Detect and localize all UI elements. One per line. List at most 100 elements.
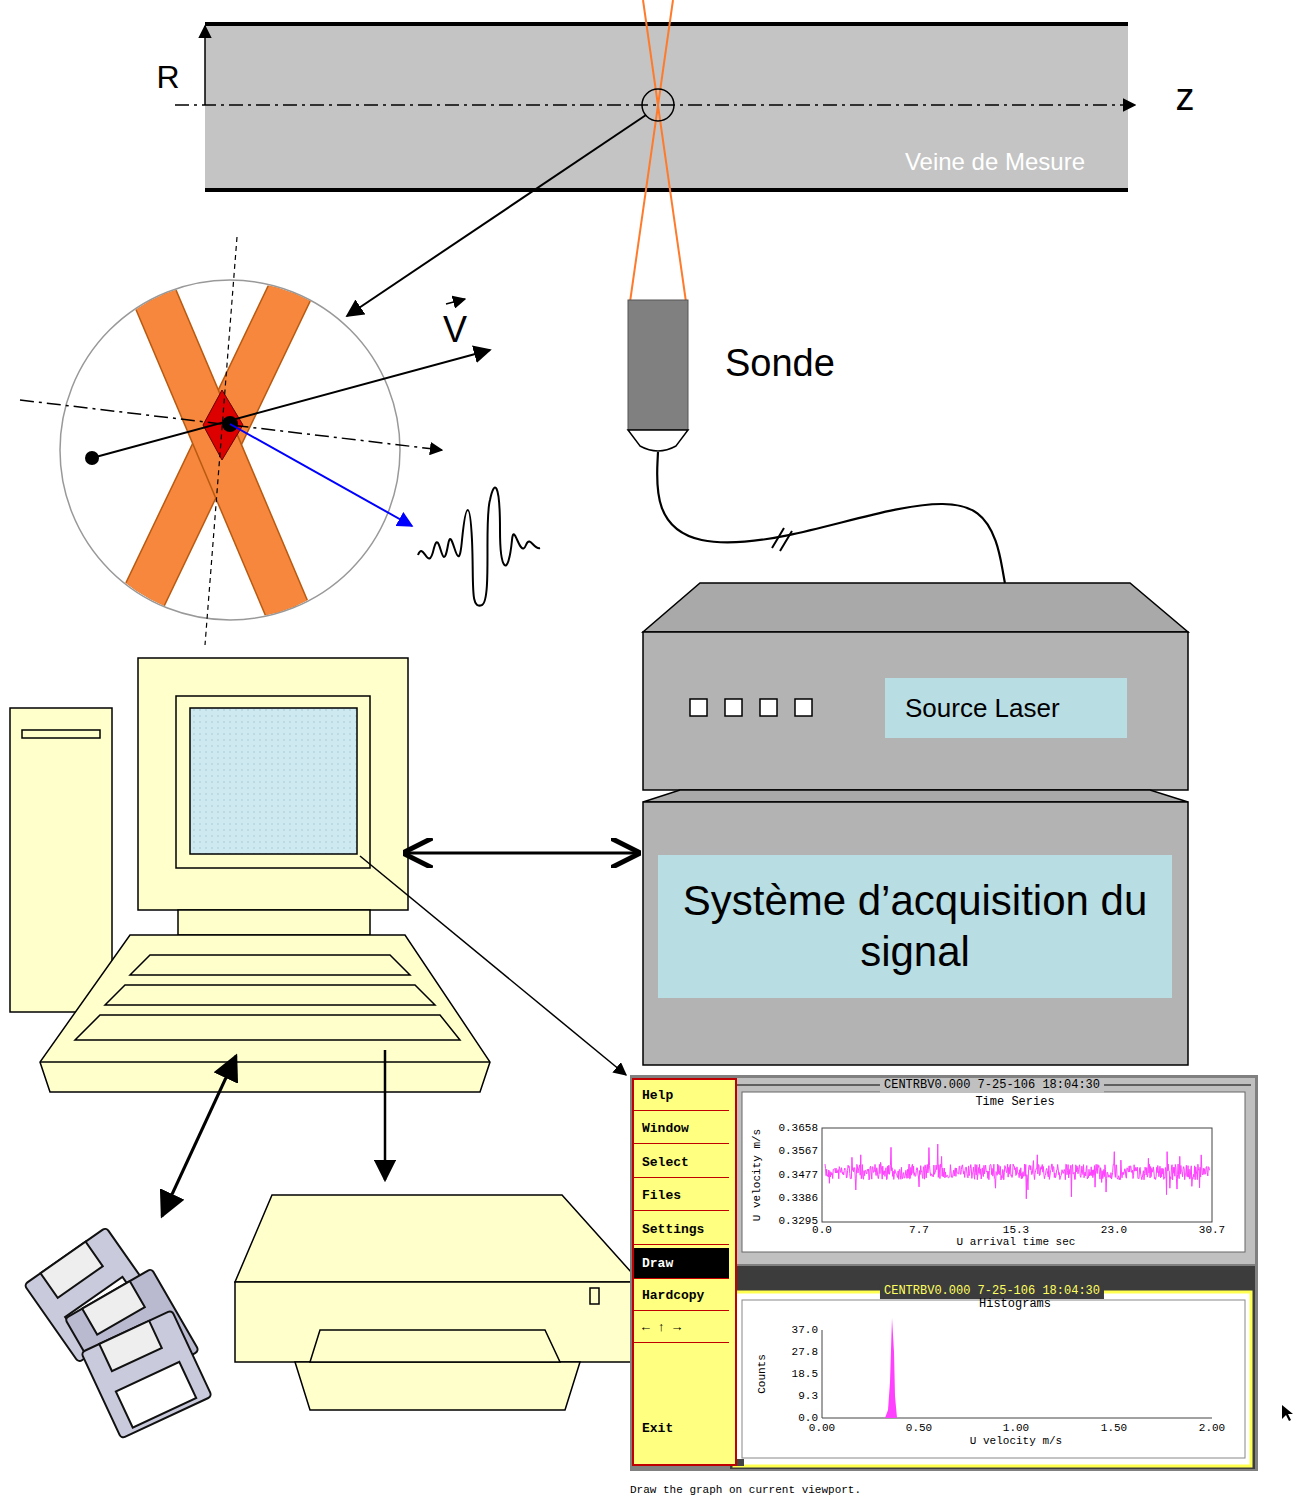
tick-label: 0.3567 [778,1146,818,1157]
drawing-path [885,1318,897,1418]
drawing-line [643,0,686,302]
tick-label: 0.3295 [778,1216,818,1227]
probe-volume [642,89,674,121]
computer [10,658,490,1092]
drawing-polygon [130,955,410,975]
tick-label: 15.3 [1003,1225,1029,1236]
drawing-path [628,430,688,451]
printer [235,1195,640,1410]
drawing-line [204,26,206,105]
drawing-rect [590,1288,599,1304]
tick-label: 30.7 [1199,1225,1225,1236]
tick-label: 1.50 [1101,1423,1127,1434]
mouse-cursor [1282,1405,1293,1421]
tick-label: 0.3477 [778,1170,818,1181]
axis-label: R [156,61,179,93]
drawing-line [205,22,1128,26]
vector-label: V [443,312,467,348]
drawing-polygon [295,1362,580,1410]
drawing-circle [85,451,99,465]
acquisition-unit [643,790,1188,1065]
pipe [175,24,1135,190]
drawing-polygon [643,583,1188,632]
node-text: Veine de Mesure [905,148,1085,176]
drawing-polygon [105,985,435,1005]
print-arrow [384,1050,387,1180]
axis-title: Counts [757,1354,768,1394]
drawing-polygon [40,935,490,1092]
drawing-rect [138,658,408,910]
drawing-rect [10,708,112,1012]
drawing-rect [630,1075,1258,1471]
drawing-rect [99,1321,162,1371]
drawing-rect [730,1078,1255,1264]
drawing-g [81,1310,212,1438]
drawing-path [418,488,540,606]
zoom-circle [20,237,540,645]
node-text: Source Laser [885,678,1127,738]
screenshot [630,1075,1258,1471]
acquisition-unit: Système d’acquisition du signal [643,790,1188,1065]
axis-title: U velocity m/s [752,1129,763,1221]
menu-item: Settings [634,1214,729,1245]
drawing-rect [795,699,812,716]
drawing-rect [22,730,100,738]
tick-label: 0.3386 [778,1193,818,1204]
node-text: Time Series [975,1096,1054,1110]
drawing-line [446,299,465,304]
menu-panel: HelpWindowSelectFilesSettingsDrawHardcop… [632,1078,737,1466]
drawing-rect [690,699,707,716]
laser-unit [643,583,1188,790]
probe: Sonde [628,300,688,452]
node-text: CENTRBV0.000 7-25-106 18:04:30 [880,1079,1104,1093]
drawing-rect [628,300,688,430]
cable [657,452,1005,583]
menu-item: ← ↑ → [634,1312,729,1343]
drawing-rect [725,699,742,716]
tick-label: 18.5 [792,1369,818,1380]
drawing-rect [235,1282,640,1362]
drawing-rect [730,1266,1255,1469]
node-text: Système d’acquisition du signal [658,855,1172,998]
drawing-line [230,424,412,526]
drawing-rect [116,1362,196,1428]
axis-title: U arrival time sec [957,1237,1076,1248]
floppy-disks [24,1227,212,1438]
node-text: Histograms [979,1298,1051,1312]
menu-item: Draw [634,1248,729,1279]
menu-item: Window [634,1113,729,1144]
laser-beams [630,0,686,302]
drawing-polyline [40,1061,490,1063]
tick-label: 1.00 [1003,1423,1029,1434]
storage-arrow [162,1056,236,1216]
drawing-line [140,262,300,640]
drawing-polyline [822,1330,1212,1418]
drawing-rect [734,1292,1251,1466]
menu-item: Select [634,1147,729,1178]
drawing-rect [176,696,370,868]
tick-label: 0.0 [812,1225,832,1236]
tick-label: 0.00 [809,1423,835,1434]
drawing-polygon [235,1195,640,1282]
drawing-rect [822,1128,1212,1222]
drawing-polygon [643,790,1188,802]
trace-line [825,1144,1209,1199]
drawing-rect [190,708,357,854]
menu-item: Exit [634,1413,729,1444]
axis-label: z [1176,78,1195,116]
tick-label: 27.8 [792,1347,818,1358]
drawing-line [205,237,237,645]
drawing-rect [81,1310,212,1438]
tick-label: 23.0 [1101,1225,1127,1236]
drawing-line [175,104,1135,106]
status-line: Draw the graph on current viewport. [630,1485,861,1496]
time-series-trace [825,1144,1209,1199]
node-text: Sonde [725,342,835,386]
screen-leader [360,856,626,1075]
drawing-rect [742,1300,1245,1458]
axis-title: U velocity m/s [970,1436,1062,1447]
zoom-leader [347,115,646,316]
drawing-polygon [310,1330,560,1362]
